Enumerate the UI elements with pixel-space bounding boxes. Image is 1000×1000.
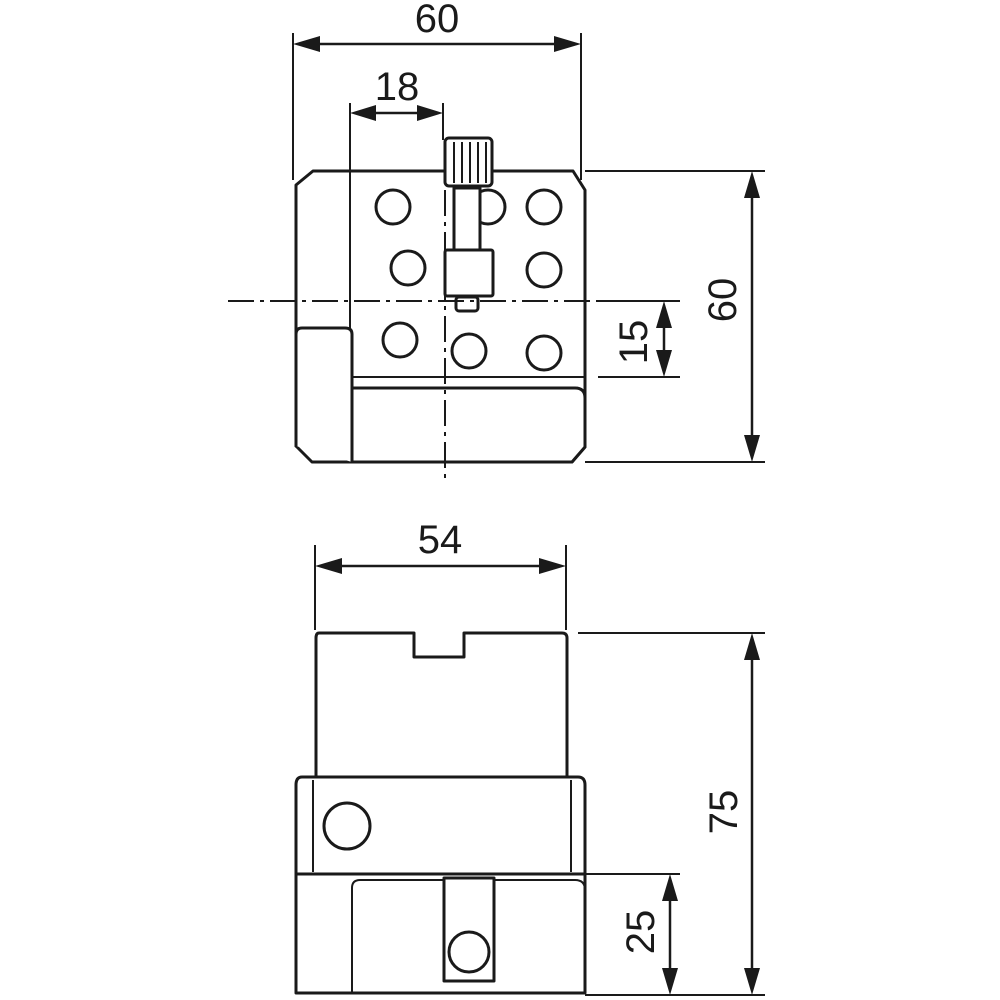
- dim-front-lower: 25: [619, 874, 678, 995]
- screw-nut: [443, 248, 495, 298]
- dim-front-lower-label: 25: [619, 910, 663, 955]
- dim-front-width: 54: [315, 518, 566, 574]
- adjusting-screw: [443, 136, 495, 313]
- screw-knurled-head: [443, 136, 494, 188]
- clamp-bar: [350, 386, 587, 464]
- hole: [525, 334, 563, 372]
- mounting-holes: [374, 188, 563, 372]
- left-jaw-block: [294, 326, 354, 464]
- dim-top-offset: 18: [350, 65, 443, 121]
- dim-top-height: 60: [701, 171, 760, 462]
- base-block: [294, 872, 587, 995]
- hole: [525, 188, 563, 226]
- dim-top-width-label: 60: [415, 0, 460, 41]
- screw-shaft: [452, 186, 482, 252]
- dim-front-height: 75: [702, 633, 760, 995]
- dim-front-width-label: 54: [418, 518, 463, 562]
- screw-tip: [454, 295, 480, 313]
- hole: [450, 332, 488, 370]
- hole: [389, 249, 427, 287]
- hole: [374, 188, 412, 226]
- hole: [381, 321, 419, 359]
- dim-top-center: 15: [612, 301, 672, 377]
- dim-top-width: 60: [293, 0, 581, 52]
- front-view: 54 75 25: [294, 518, 765, 996]
- front-hole: [322, 801, 372, 851]
- dim-top-offset-label: 18: [375, 65, 420, 109]
- dim-top-height-label: 60: [701, 278, 745, 323]
- front-pin: [447, 930, 491, 974]
- dim-top-center-label: 15: [612, 320, 656, 365]
- dim-front-height-label: 75: [702, 790, 746, 835]
- upper-jaw-block: [314, 631, 569, 779]
- top-view: 60 18 60 15: [228, 0, 765, 478]
- hole: [525, 251, 563, 289]
